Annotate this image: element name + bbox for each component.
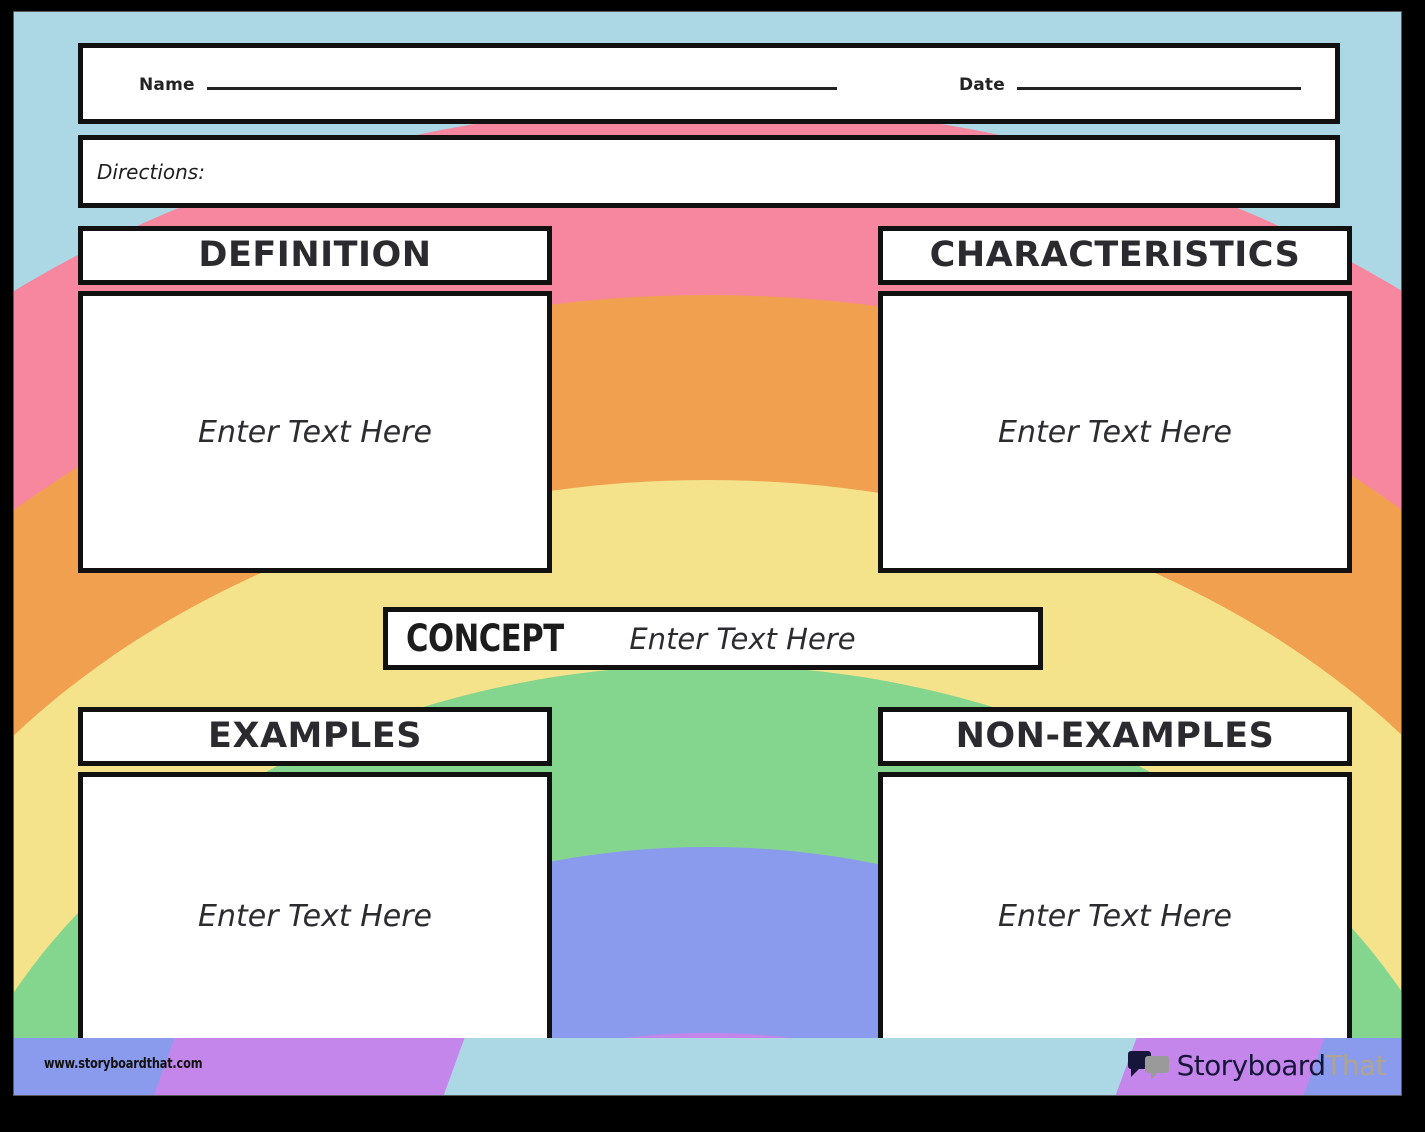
- name-field-group: Name: [139, 73, 959, 95]
- quadrant-title-definition: DEFINITION: [198, 235, 432, 275]
- name-date-bar: Name Date: [78, 43, 1340, 124]
- footer-band-lightblue: [441, 1038, 1147, 1095]
- examples-placeholder: Enter Text Here: [198, 899, 432, 934]
- date-input[interactable]: [1017, 73, 1301, 90]
- logo-text-storyboard: Storyboard: [1176, 1049, 1326, 1082]
- characteristics-placeholder: Enter Text Here: [998, 414, 1232, 450]
- directions-label: Directions:: [97, 159, 205, 184]
- nonexamples-placeholder: Enter Text Here: [998, 899, 1232, 934]
- quadrant-header-examples: EXAMPLES: [78, 707, 552, 766]
- name-input[interactable]: [206, 73, 837, 90]
- quadrant-body-definition[interactable]: Enter Text Here: [78, 291, 552, 573]
- storyboardthat-logo[interactable]: StoryboardThat: [1126, 1048, 1387, 1084]
- date-field-group: Date: [959, 73, 1301, 95]
- definition-placeholder: Enter Text Here: [198, 414, 432, 450]
- footer-url[interactable]: www.storyboardthat.com: [44, 1056, 203, 1072]
- quadrant-title-examples: EXAMPLES: [208, 716, 422, 756]
- name-label: Name: [139, 74, 195, 95]
- concept-label: CONCEPT: [406, 617, 564, 660]
- quadrant-header-nonexamples: NON-EXAMPLES: [878, 707, 1352, 766]
- speech-bubbles-icon: [1126, 1051, 1170, 1081]
- worksheet-canvas: Name Date Directions: DEFINITION Enter T…: [13, 11, 1402, 1096]
- quadrant-body-nonexamples[interactable]: Enter Text Here: [878, 772, 1352, 1061]
- quadrant-header-definition: DEFINITION: [78, 226, 552, 285]
- quadrant-header-characteristics: CHARACTERISTICS: [878, 226, 1352, 285]
- concept-bar[interactable]: CONCEPT Enter Text Here: [383, 607, 1043, 670]
- concept-placeholder: Enter Text Here: [629, 621, 856, 656]
- logo-wordmark: StoryboardThat: [1176, 1049, 1387, 1082]
- quadrant-title-nonexamples: NON-EXAMPLES: [955, 716, 1275, 756]
- directions-bar[interactable]: Directions:: [78, 135, 1340, 208]
- logo-text-that: That: [1325, 1049, 1386, 1082]
- footer: www.storyboardthat.com StoryboardThat: [14, 1038, 1401, 1095]
- quadrant-body-characteristics[interactable]: Enter Text Here: [878, 291, 1352, 573]
- quadrant-title-characteristics: CHARACTERISTICS: [929, 235, 1301, 275]
- quadrant-body-examples[interactable]: Enter Text Here: [78, 772, 552, 1061]
- date-label: Date: [958, 74, 1005, 95]
